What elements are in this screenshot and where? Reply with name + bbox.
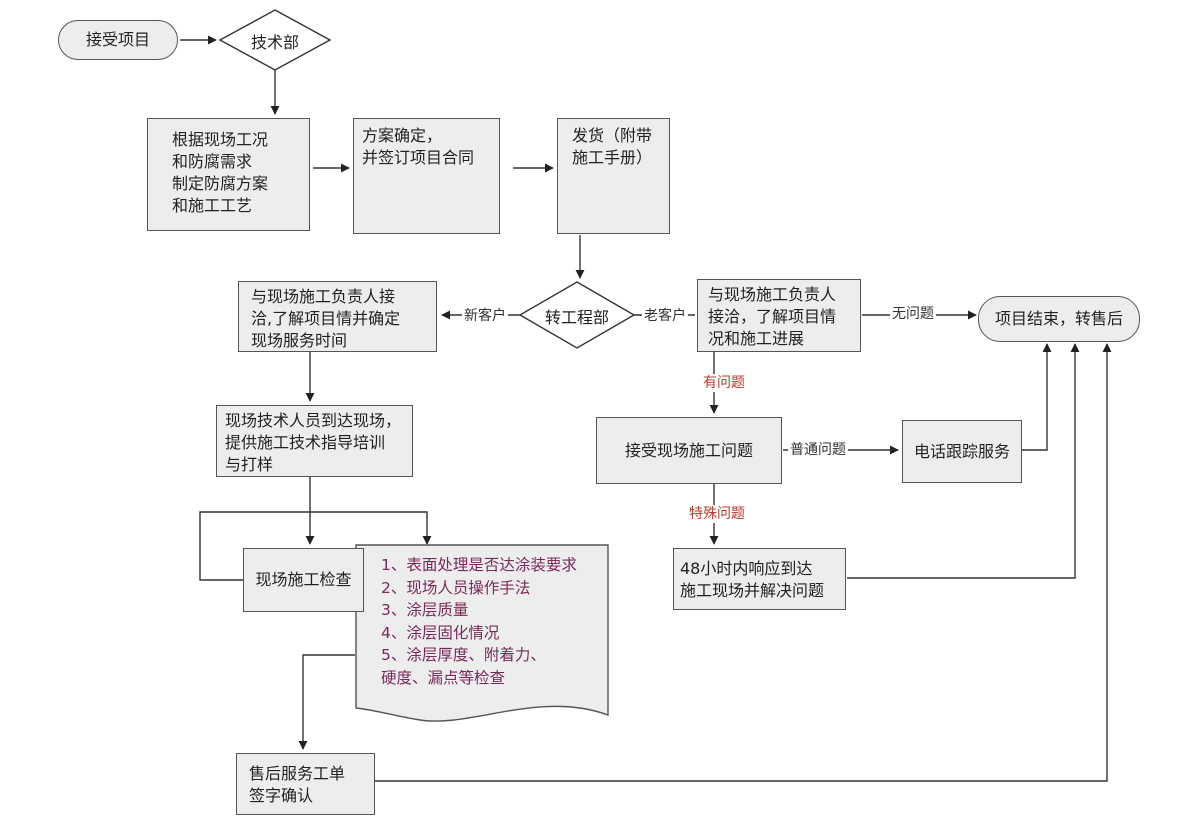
- engineering-dept-label: 转工程部: [544, 308, 609, 327]
- old-customer-contact-box: 与现场施工负责人 接洽，了解项目情 况和施工进展: [697, 279, 861, 352]
- checklist-document: [355, 544, 609, 722]
- new-customer-contact-box: 与现场施工负责人接 洽,了解项目情并确定 现场服务时间: [238, 281, 437, 352]
- edge-48h-to-end: [847, 343, 1080, 579]
- engineering-dept-diamond: [518, 281, 636, 349]
- confirm-contract-label: 方案确定， 并签订项目合同: [362, 126, 475, 167]
- signoff-box: 售后服务工单 签字确认: [236, 753, 375, 815]
- edge-check-to-signoff: [298, 654, 355, 750]
- edge-signoff-to-end: [375, 343, 1112, 782]
- old-customer-contact-label: 与现场施工负责人 接洽，了解项目情 况和施工进展: [708, 285, 837, 348]
- project-end-terminal: 项目结束，转售后: [978, 296, 1140, 342]
- edge-label-no-problem: 无问题: [890, 305, 936, 323]
- phone-service-box: 电话跟踪服务: [902, 420, 1022, 483]
- start-label: 接受项目: [85, 30, 150, 49]
- edge-label-has-problem: 有问题: [701, 374, 747, 392]
- tech-dept-label: 技术部: [250, 33, 299, 52]
- accept-issue-box: 接受现场施工问题: [596, 417, 782, 484]
- phone-service-label: 电话跟踪服务: [913, 441, 1010, 461]
- onsite-check-label: 现场施工检查: [255, 570, 352, 589]
- edge-label-normal-problem: 普通问题: [788, 441, 848, 459]
- edge-label-special-problem: 特殊问题: [687, 505, 747, 523]
- tech-onsite-label: 现场技术人员到达现场， 提供施工技术指导培训 与打样: [225, 411, 402, 474]
- checklist-text: 1、表面处理是否达涂装要求 2、现场人员操作手法 3、涂层质量 4、涂层固化情况…: [381, 556, 577, 687]
- new-customer-contact-label: 与现场施工负责人接 洽,了解项目情并确定 现场服务时间: [251, 287, 401, 350]
- signoff-label: 售后服务工单 签字确认: [249, 764, 346, 805]
- ship-label: 发货（附带 施工手册）: [572, 126, 653, 167]
- plan-by-site-label: 根据现场工况 和防腐需求 制定防腐方案 和施工工艺: [172, 130, 269, 215]
- accept-issue-label: 接受现场施工问题: [624, 440, 753, 460]
- tech-onsite-box: 现场技术人员到达现场， 提供施工技术指导培训 与打样: [216, 405, 413, 477]
- edge-phone-to-end: [1022, 343, 1052, 451]
- onsite-check-box: 现场施工检查: [243, 548, 364, 612]
- ship-box: 发货（附带 施工手册）: [557, 118, 670, 234]
- respond-48h-box: 48小时内响应到达 施工现场并解决问题: [673, 548, 846, 610]
- edge-loop-check-back: [199, 511, 432, 581]
- edge-label-old-customer: 老客户: [642, 307, 688, 325]
- project-end-label: 项目结束，转售后: [994, 309, 1123, 328]
- respond-48h-label: 48小时内响应到达 施工现场并解决问题: [680, 559, 825, 600]
- edge-label-new-customer: 新客户: [462, 307, 508, 325]
- start-terminal: 接受项目: [58, 20, 178, 60]
- plan-by-site-box: 根据现场工况 和防腐需求 制定防腐方案 和施工工艺: [147, 118, 310, 231]
- confirm-contract-box: 方案确定， 并签订项目合同: [353, 118, 500, 234]
